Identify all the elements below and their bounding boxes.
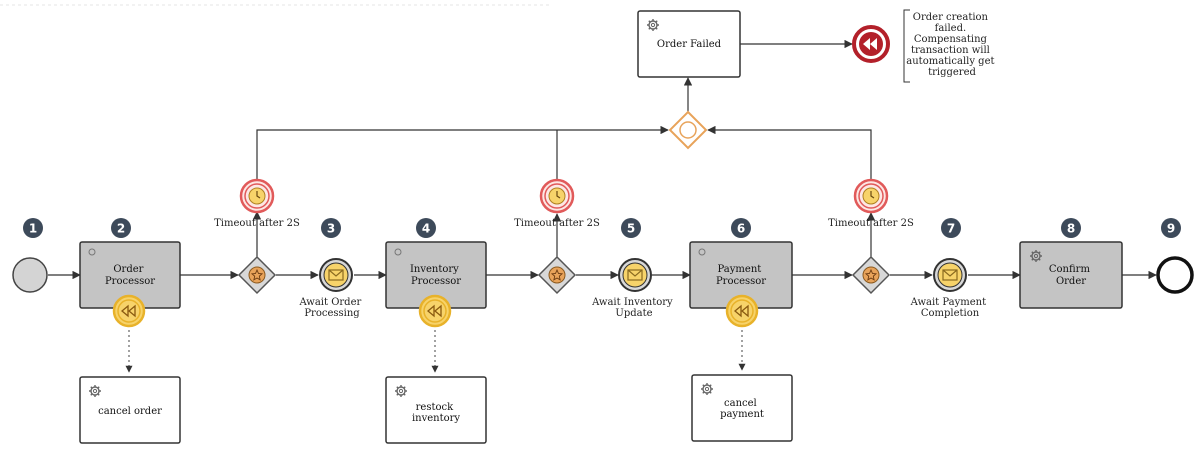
text-annotation: Order creation failed. Compensating tran… [903, 9, 997, 83]
svg-text:8: 8 [1067, 222, 1075, 236]
task-confirm-order[interactable]: Confirm Order [1019, 241, 1123, 309]
task-label: Payment [718, 264, 762, 275]
task-label: cancel order [98, 406, 162, 417]
task-label: cancel [724, 398, 757, 409]
step-badge: 4 [416, 218, 436, 238]
task-label: Inventory [410, 264, 459, 275]
event-gateway-1[interactable] [238, 256, 276, 294]
event-label: Await Payment [910, 297, 986, 308]
annotation-line: triggered [928, 67, 976, 78]
task-label: Confirm [1049, 264, 1091, 275]
annotation-line: transaction will [911, 45, 990, 56]
annotation-line: Order creation [913, 12, 989, 23]
timer-icon[interactable] [239, 178, 275, 214]
message-event-await-order[interactable] [320, 259, 352, 291]
annotation-line: Compensating [914, 34, 988, 45]
annotation-line: automatically get [906, 56, 994, 67]
task-label: restock [416, 402, 454, 413]
task-marker-icon [88, 248, 96, 256]
step-badge: 1 [23, 218, 43, 238]
svg-text:Confirm Order: Confirm Order [1049, 264, 1093, 287]
svg-text:9: 9 [1167, 222, 1175, 236]
svg-text:restock inventory: restock inventory [412, 402, 460, 424]
step-badge: 2 [111, 218, 131, 238]
svg-text:Inventory Processor: Inventory Processor [410, 264, 462, 287]
event-label: Completion [921, 308, 980, 319]
timer-label: Timeout after 2S [828, 218, 914, 229]
task-label: Order [113, 264, 143, 275]
compensation-boundary-icon[interactable] [418, 294, 452, 328]
compensate-icon [863, 38, 877, 50]
end-event[interactable] [1156, 256, 1194, 294]
svg-text:Payment Processor: Payment Processor [716, 264, 766, 287]
svg-text:Await Order Processing: Await Order Processing [299, 297, 365, 319]
event-label: Await Order [299, 297, 362, 308]
start-event[interactable] [12, 257, 48, 293]
compensation-associations [125, 325, 746, 373]
step-badges: 1 2 3 4 5 6 7 8 9 [23, 218, 1181, 238]
annotation-line: failed. [935, 23, 967, 34]
event-label: Await Inventory [591, 297, 673, 308]
svg-text:Order creation failed.: Order creation failed. Compensating tran… [906, 12, 997, 78]
svg-text:3: 3 [327, 222, 335, 236]
message-event-await-inventory[interactable] [619, 259, 651, 291]
compensation-boundary-icon[interactable] [725, 294, 759, 328]
step-badge: 3 [321, 218, 341, 238]
task-cancel-order[interactable]: cancel order [79, 376, 181, 444]
svg-text:4: 4 [422, 222, 430, 236]
task-inventory-processor[interactable]: Inventory Processor [385, 241, 487, 309]
svg-text:2: 2 [117, 222, 125, 236]
task-label: Processor [105, 276, 155, 287]
task-label: Processor [716, 276, 766, 287]
svg-text:5: 5 [627, 222, 635, 236]
task-label: payment [720, 409, 764, 420]
task-label: Order Failed [657, 39, 722, 50]
event-label: Processing [304, 308, 360, 319]
timer-label: Timeout after 2S [214, 218, 300, 229]
event-gateway-3[interactable] [852, 256, 890, 294]
event-label: Update [615, 308, 652, 319]
timer-label: Timeout after 2S [514, 218, 600, 229]
task-order-failed[interactable]: Order Failed [637, 10, 741, 78]
compensation-end-event[interactable] [852, 25, 890, 63]
svg-text:7: 7 [947, 222, 955, 236]
timer-icon[interactable] [539, 178, 575, 214]
svg-text:1: 1 [29, 222, 37, 236]
sequence-flows [48, 39, 1157, 280]
svg-text:cancel payment: cancel payment [720, 398, 764, 420]
step-badge: 5 [621, 218, 641, 238]
task-cancel-payment[interactable]: cancel payment [691, 374, 793, 442]
step-badge: 7 [941, 218, 961, 238]
message-event-await-payment[interactable] [934, 259, 966, 291]
svg-text:6: 6 [737, 222, 745, 236]
step-badge: 8 [1061, 218, 1081, 238]
svg-text:Await Inventory Update: Await Inventory Update [591, 297, 676, 319]
compensation-boundary-icon[interactable] [112, 294, 146, 328]
svg-text:Await Payment Completion: Await Payment Completion [910, 297, 990, 319]
event-gateway-2[interactable] [538, 256, 576, 294]
task-marker-icon [698, 248, 706, 256]
task-label: Processor [411, 276, 461, 287]
task-label: inventory [412, 413, 460, 424]
step-badge: 6 [731, 218, 751, 238]
svg-text:Order Processor: Order Processor [105, 264, 155, 287]
join-gateway[interactable] [668, 110, 708, 150]
timer-icon[interactable] [853, 178, 889, 214]
task-restock-inventory[interactable]: restock inventory [385, 376, 487, 444]
task-marker-icon [394, 248, 402, 256]
task-label: Order [1056, 276, 1086, 287]
step-badge: 9 [1161, 218, 1181, 238]
